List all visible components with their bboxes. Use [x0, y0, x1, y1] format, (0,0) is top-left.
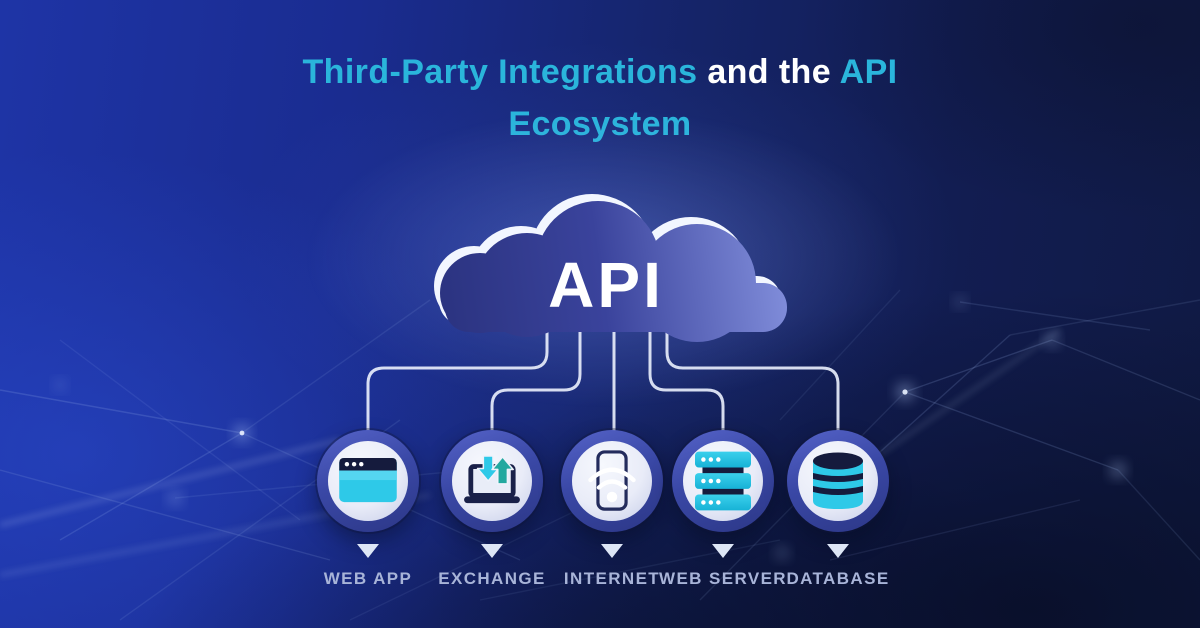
smartphone-wifi-icon: [588, 450, 636, 511]
title-line-1: Third-Party Integrations and the API: [0, 46, 1200, 98]
node-label: EXCHANGE: [438, 569, 546, 588]
connector-line-exchange: [490, 328, 582, 433]
down-arrow-icon: [481, 544, 503, 558]
title-accent-integrations: Third-Party Integrations: [302, 53, 698, 91]
node-circle: [787, 430, 889, 532]
connector-line-database: [665, 328, 840, 433]
down-arrow-icon: [712, 544, 734, 558]
down-arrow-icon: [601, 544, 623, 558]
plexus-glow-nodes: [55, 297, 1125, 559]
upload-arrow: [491, 456, 514, 485]
connector-line-web-app: [366, 328, 549, 433]
connector-line-web-server: [648, 328, 725, 433]
node-circle: [672, 430, 774, 532]
database-cylinder-icon: [813, 452, 863, 509]
server-stack-icon: [695, 451, 751, 511]
title-accent-api: API: [839, 53, 898, 91]
node-exchange: EXCHANGE: [397, 430, 587, 589]
plexus-lines: [0, 289, 1200, 621]
node-label: WEB APP: [323, 569, 413, 588]
node-circle: [441, 430, 543, 532]
download-arrow: [476, 455, 500, 482]
connector-lines: [366, 328, 840, 433]
node-label: WEB SERVER: [659, 569, 787, 588]
node-circle: [561, 430, 663, 532]
down-arrow-icon: [357, 544, 379, 558]
title-plain-and-the: and the: [697, 53, 840, 91]
down-arrow-icon: [827, 544, 849, 558]
laptop-sync-arrows-icon: [464, 455, 520, 504]
cloud-label: API: [548, 249, 664, 321]
node-label: DATABASE: [786, 569, 890, 588]
browser-window-icon: [339, 458, 397, 503]
node-web-app: WEB APP: [273, 430, 463, 589]
node-database: DATABASE: [743, 430, 933, 589]
node-web-server: WEB SERVER: [628, 430, 818, 589]
node-internet: INTERNET: [517, 430, 707, 589]
node-circle: [317, 430, 419, 532]
node-label: INTERNET: [563, 569, 661, 588]
api-cloud: [440, 201, 787, 342]
